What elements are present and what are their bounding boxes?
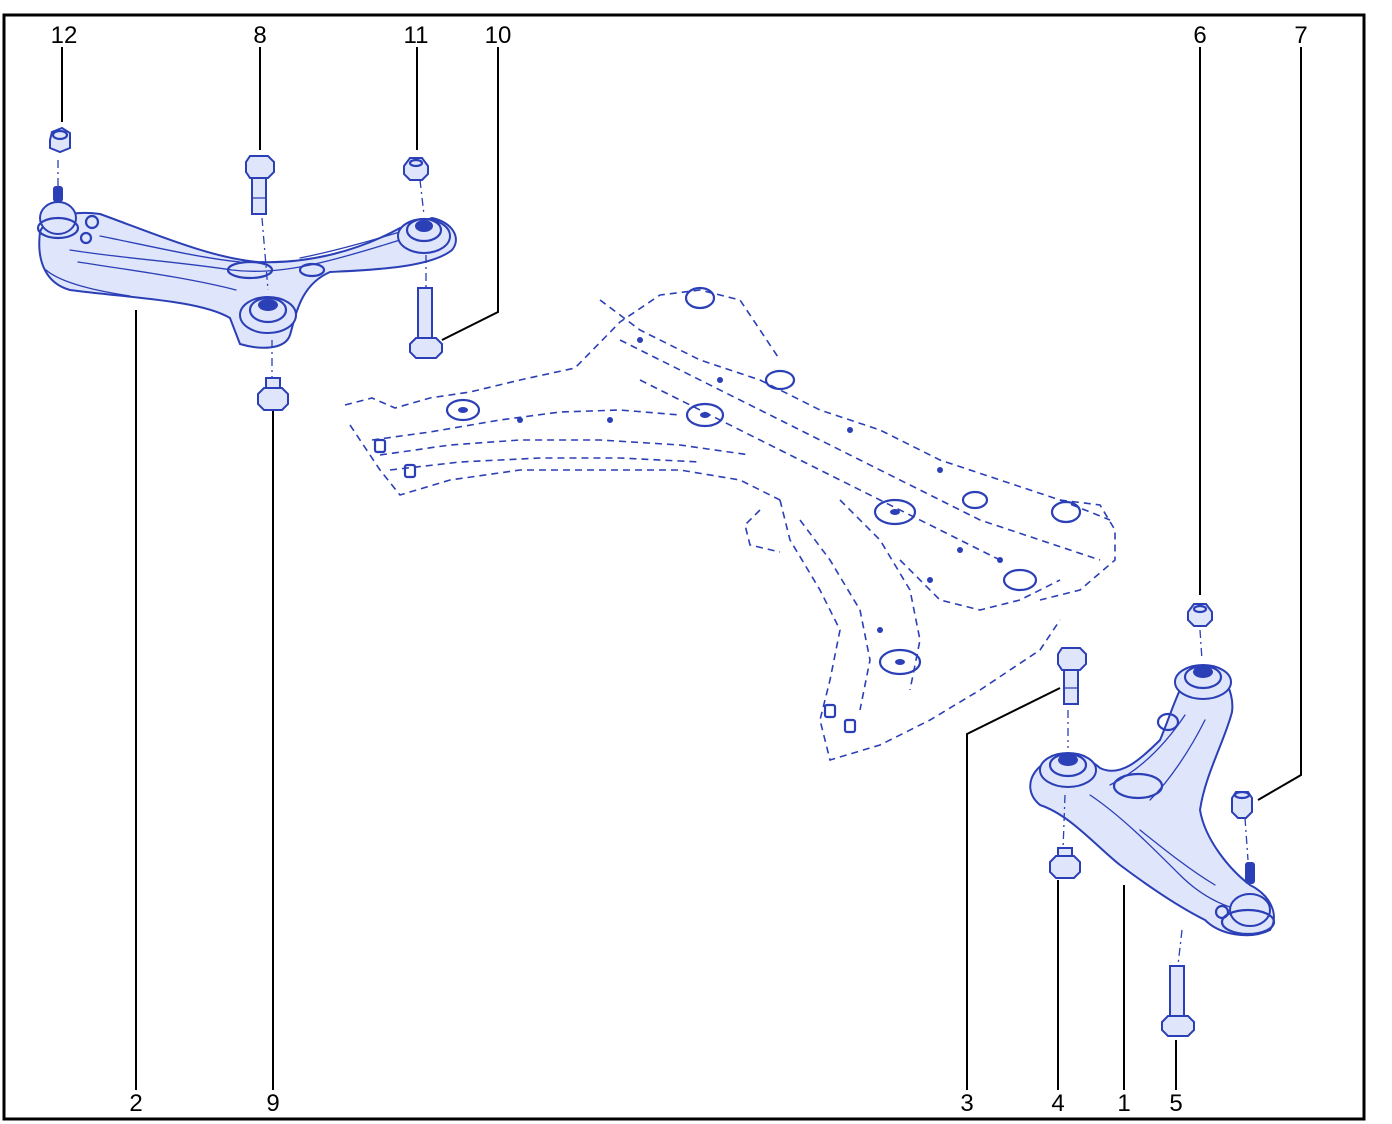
- callout-10: 10: [484, 22, 512, 49]
- callout-1: 1: [1117, 1090, 1131, 1117]
- nut-4: [1049, 847, 1081, 879]
- callout-2: 2: [129, 1090, 143, 1117]
- callout-11: 11: [403, 22, 429, 49]
- nut-11: [403, 157, 429, 181]
- leader-3: [966, 687, 1061, 1090]
- bolt-3: [1057, 647, 1087, 705]
- callout-3: 3: [960, 1090, 974, 1117]
- nut-7: [1231, 790, 1253, 819]
- diagram-border: [2, 13, 1366, 1121]
- callout-5: 5: [1169, 1090, 1183, 1117]
- right-lower-control-arm: [1029, 629, 1276, 966]
- nut-9: [257, 377, 289, 411]
- nut-6: [1187, 603, 1213, 627]
- callout-4: 4: [1051, 1090, 1065, 1117]
- callout-9: 9: [266, 1090, 280, 1117]
- callout-7: 7: [1294, 22, 1308, 49]
- bolt-5: [1161, 965, 1195, 1037]
- leader-lines: [61, 47, 1302, 1090]
- bolt-8: [245, 155, 275, 215]
- callout-6: 6: [1193, 22, 1207, 49]
- leader-7: [1257, 47, 1302, 801]
- nut-12: [49, 126, 71, 154]
- leader-10: [441, 47, 499, 341]
- callout-12: 12: [50, 22, 78, 49]
- left-lower-control-arm: [36, 160, 457, 378]
- bolt-10: [409, 287, 443, 359]
- front-subframe: [344, 286, 1116, 762]
- callout-8: 8: [253, 22, 267, 49]
